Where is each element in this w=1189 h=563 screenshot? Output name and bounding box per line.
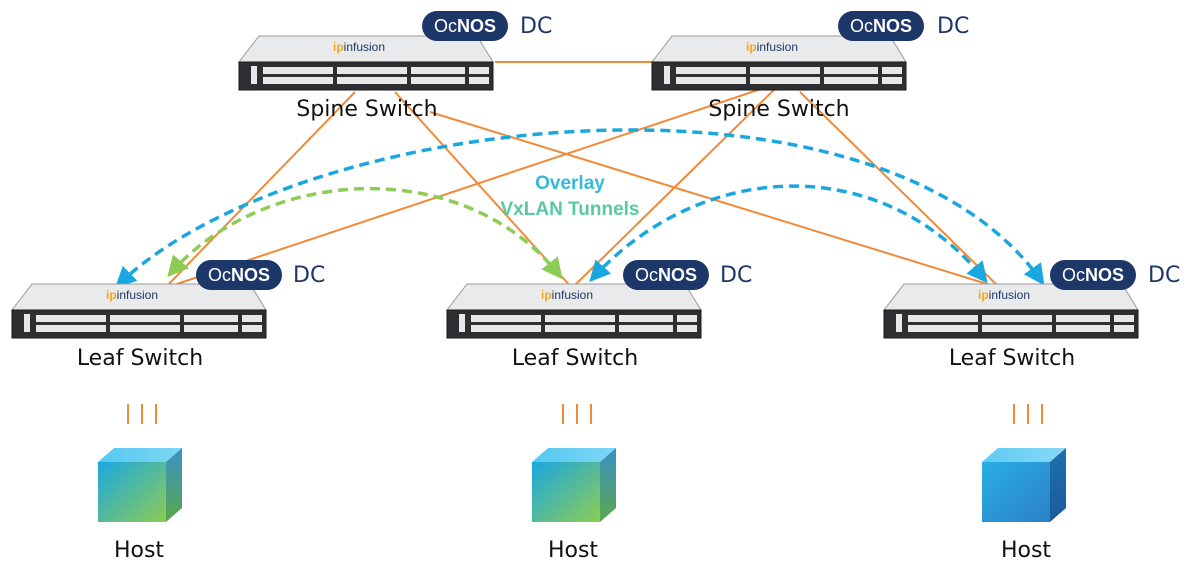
host-link-icon xyxy=(562,404,592,424)
ocnos-badge: OcNOS xyxy=(623,260,710,290)
host-label: Host xyxy=(113,538,165,563)
dc-label: DC xyxy=(520,14,553,39)
spine-switch-label: Spine Switch xyxy=(708,97,850,122)
dc-label: DC xyxy=(937,14,970,39)
ipinfusion-logo: ipinfusion xyxy=(978,288,1031,302)
spine-switch-1[interactable]: ipinfusion xyxy=(237,34,495,94)
underlay-link xyxy=(571,81,783,289)
ocnos-badge: OcNOS xyxy=(838,11,925,41)
host-cube-icon[interactable] xyxy=(980,446,1070,526)
vxlan-tunnel-leaf2-leaf3 xyxy=(589,184,988,284)
ipinfusion-logo: ipinfusion xyxy=(106,288,159,302)
underlay-link xyxy=(799,91,1001,289)
host-label: Host xyxy=(547,538,599,563)
host-link-icon xyxy=(1013,404,1043,424)
underlay-link xyxy=(164,81,783,289)
leaf-switch-label: Leaf Switch xyxy=(511,346,639,371)
spine-switch-2[interactable]: ipinfusion xyxy=(650,34,908,94)
ipinfusion-logo: ipinfusion xyxy=(333,40,386,54)
vxlan-tunnel-leaf1-leaf3 xyxy=(114,128,1045,288)
leaf-switch-label: Leaf Switch xyxy=(76,346,204,371)
ipinfusion-logo: ipinfusion xyxy=(746,40,799,54)
leaf-switch-label: Leaf Switch xyxy=(948,346,1076,371)
ocnos-badge: OcNOS xyxy=(1050,260,1137,290)
dc-label: DC xyxy=(1148,263,1181,288)
host-cube-icon[interactable] xyxy=(96,446,186,526)
host-label: Host xyxy=(1000,538,1052,563)
overlay-subtitle: VxLAN Tunnels xyxy=(500,199,640,220)
leaf-switch-1[interactable]: ipinfusion xyxy=(10,282,268,342)
dc-label: DC xyxy=(720,263,753,288)
dc-label: DC xyxy=(293,263,326,288)
ipinfusion-logo: ipinfusion xyxy=(541,288,594,302)
vxlan-tunnel-leaf1-leaf2 xyxy=(167,186,563,280)
host-cube-icon[interactable] xyxy=(530,446,620,526)
ocnos-badge: OcNOS xyxy=(196,260,283,290)
leaf-switch-3[interactable]: ipinfusion xyxy=(882,282,1140,342)
overlay-title: Overlay xyxy=(535,173,605,194)
host-link-icon xyxy=(127,404,157,424)
spine-switch-label: Spine Switch xyxy=(296,97,438,122)
ocnos-badge: OcNOS xyxy=(422,11,509,41)
leaf-switch-2[interactable]: ipinfusion xyxy=(445,282,703,342)
